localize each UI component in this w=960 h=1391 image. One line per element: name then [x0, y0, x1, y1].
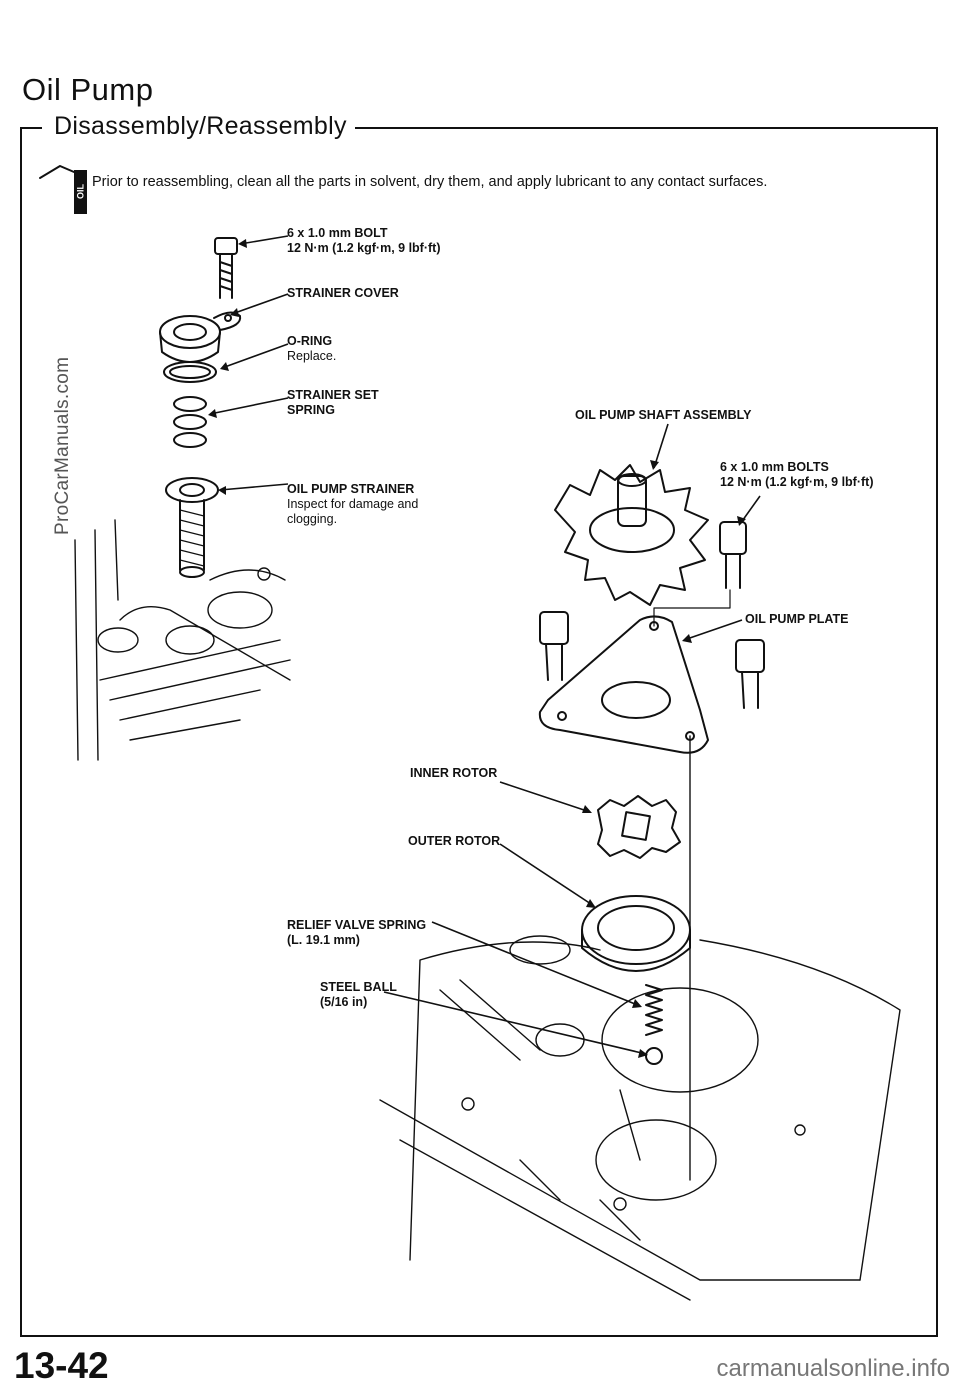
inner-rotor-callout: INNER ROTOR: [410, 766, 497, 781]
relief-valve-spring-part: [645, 984, 663, 1036]
plate-bolts-torque: 12 N·m (1.2 kgf·m, 9 lbf·ft): [720, 475, 874, 489]
bolt-callout: 6 x 1.0 mm BOLT 12 N·m (1.2 kgf·m, 9 lbf…: [287, 226, 441, 256]
outer-rotor-title: OUTER ROTOR: [408, 834, 501, 848]
footer-url: carmanualsonline.info: [716, 1355, 950, 1382]
inner-rotor-part: [597, 795, 681, 859]
steel-ball-part: [645, 1047, 663, 1065]
steel-ball-title: STEEL BALL: [320, 980, 397, 994]
relief-valve-spring-length: (L. 19.1 mm): [287, 933, 360, 947]
strainer-cover-callout: STRAINER COVER: [287, 286, 399, 301]
leader-arrowheads: [208, 239, 746, 1058]
section-frame: [20, 127, 938, 1337]
outer-rotor-part: [581, 895, 691, 972]
strainer-set-spring-line2: SPRING: [287, 403, 335, 417]
o-ring-callout-detail: Replace.: [287, 349, 337, 363]
bolt-callout-torque: 12 N·m (1.2 kgf·m, 9 lbf·ft): [287, 241, 441, 255]
oil-pump-shaft-gear-part: [554, 464, 709, 606]
strainer-cover-part: [159, 311, 242, 363]
lubrication-note: Prior to reassembling, clean all the par…: [92, 174, 768, 190]
o-ring-callout-title: O-RING: [287, 334, 333, 348]
page-title: Oil Pump: [22, 72, 154, 107]
transmission-housing-sketch: [379, 935, 901, 1301]
o-ring-part: [163, 361, 217, 383]
relief-valve-spring-callout: RELIEF VALVE SPRING (L. 19.1 mm): [287, 918, 426, 948]
pump-plate-title: OIL PUMP PLATE: [745, 612, 849, 626]
strainer-set-spring-line1: STRAINER SET: [287, 388, 379, 402]
shaft-assembly-title: OIL PUMP SHAFT ASSEMBLY: [575, 408, 752, 422]
oil-pump-strainer-detail-1: Inspect for damage and: [287, 497, 419, 511]
plate-bolts-title: 6 x 1.0 mm BOLTS: [720, 460, 829, 474]
steel-ball-size: (5/16 in): [320, 995, 368, 1009]
page-number: 13-42: [14, 1345, 109, 1386]
strainer-set-spring-callout: STRAINER SET SPRING: [287, 388, 379, 418]
watermark-text: ProCarManuals.com: [52, 356, 73, 535]
shaft-assembly-callout: OIL PUMP SHAFT ASSEMBLY: [575, 408, 751, 423]
frame-top-right-rule: [355, 127, 938, 129]
oil-pump-strainer-callout: OIL PUMP STRAINER Inspect for damage and…: [287, 482, 418, 527]
oil-pump-plate-part: [538, 589, 731, 1181]
pump-plate-callout: OIL PUMP PLATE: [745, 612, 849, 627]
inner-rotor-title: INNER ROTOR: [410, 766, 498, 780]
section-title: Disassembly/Reassembly: [50, 112, 351, 141]
oil-pump-strainer-title: OIL PUMP STRAINER: [287, 482, 415, 496]
bolt-part: [214, 237, 238, 299]
left-housing-sketch: [74, 519, 291, 761]
bolt-callout-title: 6 x 1.0 mm BOLT: [287, 226, 388, 240]
frame-top-left-rule: [20, 127, 42, 129]
oil-pump-strainer-part: [165, 477, 219, 578]
steel-ball-callout: STEEL BALL (5/16 in): [320, 980, 397, 1010]
plate-bolts-callout: 6 x 1.0 mm BOLTS 12 N·m (1.2 kgf·m, 9 lb…: [720, 460, 874, 490]
plate-bolt-3-part: [735, 639, 765, 709]
relief-valve-spring-title: RELIEF VALVE SPRING: [287, 918, 427, 932]
oil-pump-strainer-detail-2: clogging.: [287, 512, 338, 526]
oil-can-icon: [39, 165, 75, 179]
strainer-cover-callout-title: STRAINER COVER: [287, 286, 399, 300]
plate-bolt-1-part: [719, 521, 747, 589]
leader-lines: [209, 235, 761, 1055]
plate-bolt-2-part: [539, 611, 569, 681]
outer-rotor-callout: OUTER ROTOR: [408, 834, 500, 849]
o-ring-callout: O-RING Replace.: [287, 334, 336, 364]
strainer-spring-part: [173, 396, 207, 448]
